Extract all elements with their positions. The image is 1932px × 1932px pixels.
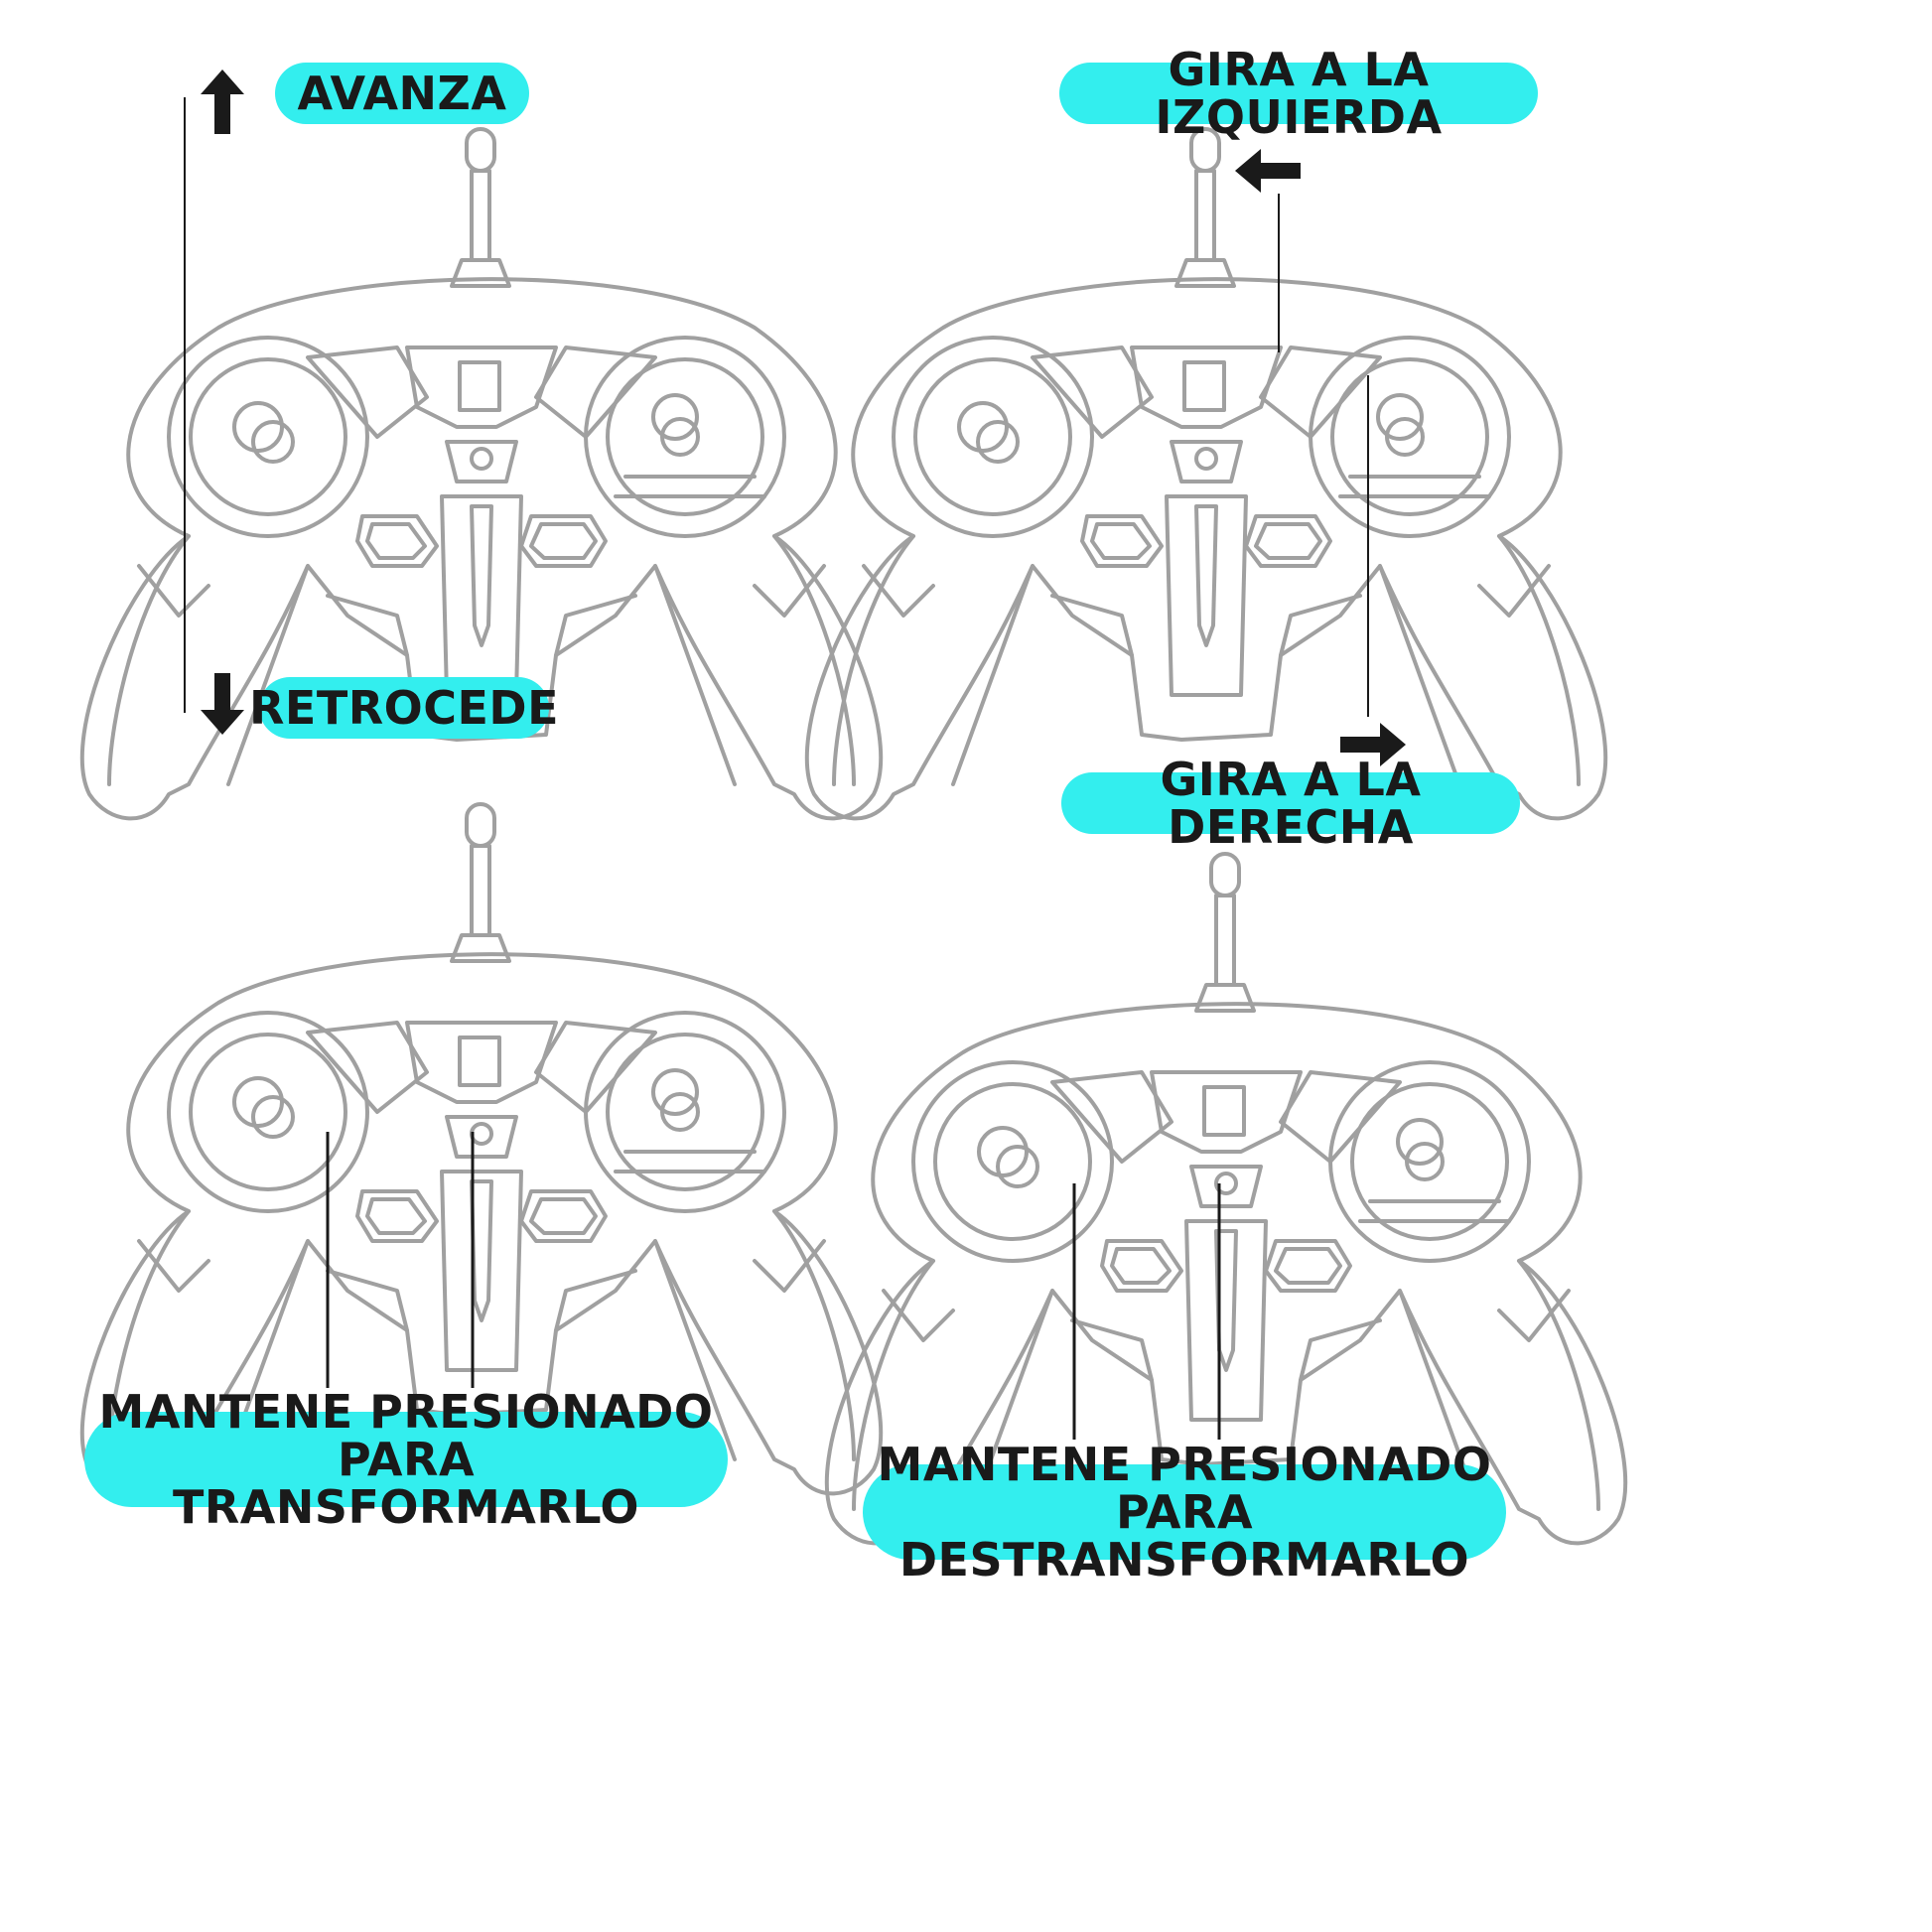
backward-label-text: RETROCEDE (248, 680, 560, 735)
transform-label-line2: TRANSFORMARLO (172, 1480, 640, 1535)
turn-left-label: GIRA A LA IZQUIERDA (1059, 46, 1538, 141)
forward-label: AVANZA (275, 63, 529, 124)
untransform-label-line1: MANTENE PRESIONADO PARA (877, 1437, 1492, 1539)
turn-right-label: GIRA A LA DERECHA (1061, 756, 1520, 851)
turn-left-label-text: GIRA A LA IZQUIERDA (1155, 42, 1443, 144)
transform-label-line1: MANTENE PRESIONADO PARA (98, 1384, 714, 1486)
forward-label-text: AVANZA (297, 66, 507, 120)
turn-right-label-text: GIRA A LA DERECHA (1160, 752, 1422, 854)
untransform-label: MANTENE PRESIONADO PARA DESTRANSFORMARLO (863, 1441, 1506, 1584)
rc-controller-icon (804, 127, 1608, 821)
backward-label: RETROCEDE (249, 677, 559, 739)
untransform-label-line2: DESTRANSFORMARLO (898, 1533, 1470, 1587)
transform-label: MANTENE PRESIONADO PARA TRANSFORMARLO (84, 1388, 728, 1531)
